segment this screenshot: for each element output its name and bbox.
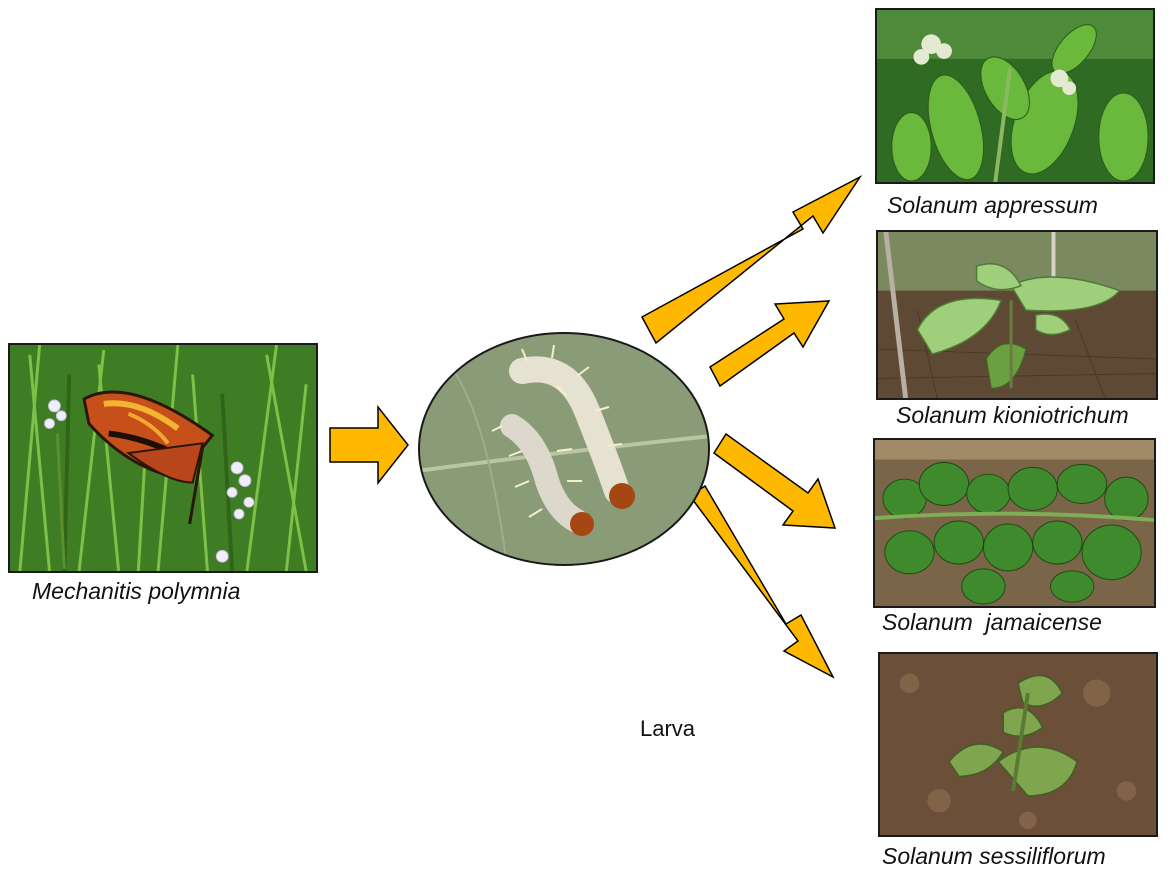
butterfly-photo: [8, 343, 318, 573]
plant-photo-sessiliflorum: [878, 652, 1158, 837]
plant-photo-appressum: [875, 8, 1155, 184]
plant-photo-kioniotrichum: [876, 230, 1158, 400]
butterfly-caption: Mechanitis polymnia: [32, 578, 240, 605]
larva-photo: [417, 331, 711, 567]
plant-photo-jamaicense: [873, 438, 1156, 608]
plant-caption-jamaicense: Solanum jamaicense: [882, 609, 1102, 636]
larva-label: Larva: [640, 716, 695, 742]
plant-caption-appressum: Solanum appressum: [887, 192, 1098, 219]
arrow-to-appressum: [642, 177, 860, 343]
plant-caption-sessiliflorum: Solanum sessiliflorum: [882, 843, 1106, 870]
plant-caption-kioniotrichum: Solanum kioniotrichum: [896, 402, 1129, 429]
arrow-to-jamaicense: [714, 434, 835, 528]
arrow-to-kioniotrichum: [710, 301, 829, 386]
arrow-butterfly-to-larva: [330, 407, 408, 483]
